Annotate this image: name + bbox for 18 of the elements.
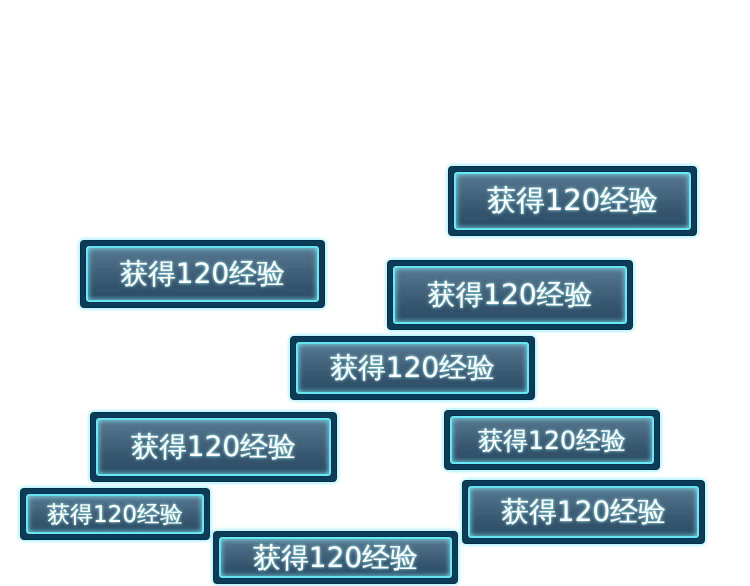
- reward-badge: [462, 480, 705, 544]
- reward-badge: [20, 488, 210, 540]
- reward-badge: [90, 412, 337, 482]
- reward-badge: [80, 240, 325, 308]
- reward-badge: [290, 336, 535, 400]
- reward-text: 获得120经验: [130, 429, 296, 465]
- reward-text: 获得120经验: [252, 540, 418, 576]
- reward-text: 获得120经验: [500, 494, 666, 530]
- reward-text: 获得120经验: [120, 256, 286, 292]
- reward-badge: [448, 166, 697, 236]
- reward-text: 获得120经验: [427, 277, 593, 313]
- reward-text: 获得120经验: [486, 182, 658, 219]
- reward-text: 获得120经验: [478, 424, 626, 456]
- reward-badge: [387, 260, 633, 330]
- reward-text: 获得120经验: [47, 500, 183, 530]
- reward-text: 获得120经验: [330, 350, 496, 386]
- reward-badge: [444, 410, 660, 470]
- reward-badge: [213, 531, 458, 584]
